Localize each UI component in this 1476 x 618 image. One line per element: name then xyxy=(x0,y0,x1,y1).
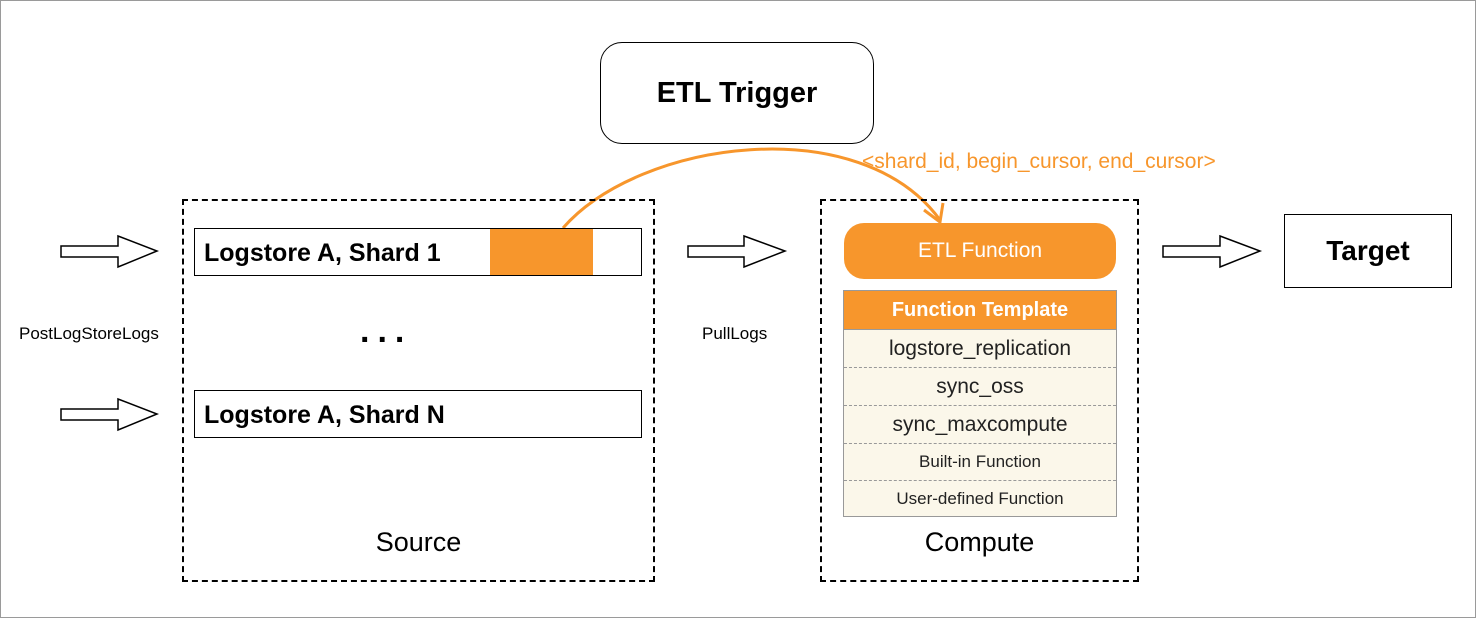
template-row: User-defined Function xyxy=(896,489,1064,508)
shard-1-label: Logstore A, Shard 1 xyxy=(204,239,441,267)
shard-n-label: Logstore A, Shard N xyxy=(204,401,445,429)
pull-logs-label: PullLogs xyxy=(702,324,768,343)
target-box: Target xyxy=(1284,214,1452,288)
etl-trigger-box: ETL Trigger xyxy=(600,42,874,144)
source-container xyxy=(182,199,655,582)
input-arrow-1 xyxy=(60,234,160,269)
function-template-header: Function Template xyxy=(844,291,1116,330)
cursor-params-label: <shard_id, begin_cursor, end_cursor> xyxy=(862,150,1216,173)
source-label: Source xyxy=(375,527,462,557)
etl-function-box: ETL Function xyxy=(844,223,1116,279)
target-arrow xyxy=(1162,234,1263,269)
etl-trigger-label: ETL Trigger xyxy=(656,76,818,109)
etl-function-label: ETL Function xyxy=(917,239,1043,262)
target-label: Target xyxy=(1326,235,1410,266)
shard-1-highlight-segment xyxy=(490,229,593,275)
shard-1-box: Logstore A, Shard 1 xyxy=(194,228,642,276)
function-template-table: Function Template logstore_replication s… xyxy=(843,290,1117,517)
template-row: sync_maxcompute xyxy=(844,406,1116,444)
input-arrow-n xyxy=(60,397,160,432)
shard-n-box: Logstore A, Shard N xyxy=(194,390,642,438)
template-row: sync_oss xyxy=(844,368,1116,406)
template-row: logstore_replication xyxy=(844,330,1116,368)
template-row: Built-in Function xyxy=(844,444,1116,481)
post-logs-label: PostLogStoreLogs xyxy=(19,324,159,343)
compute-label: Compute xyxy=(924,527,1035,557)
compute-container xyxy=(820,199,1139,582)
shards-ellipsis: ... xyxy=(360,312,413,350)
pull-arrow xyxy=(687,234,788,269)
trigger-curve-arrow xyxy=(561,147,942,229)
trigger-curve-arrowhead xyxy=(923,202,945,225)
